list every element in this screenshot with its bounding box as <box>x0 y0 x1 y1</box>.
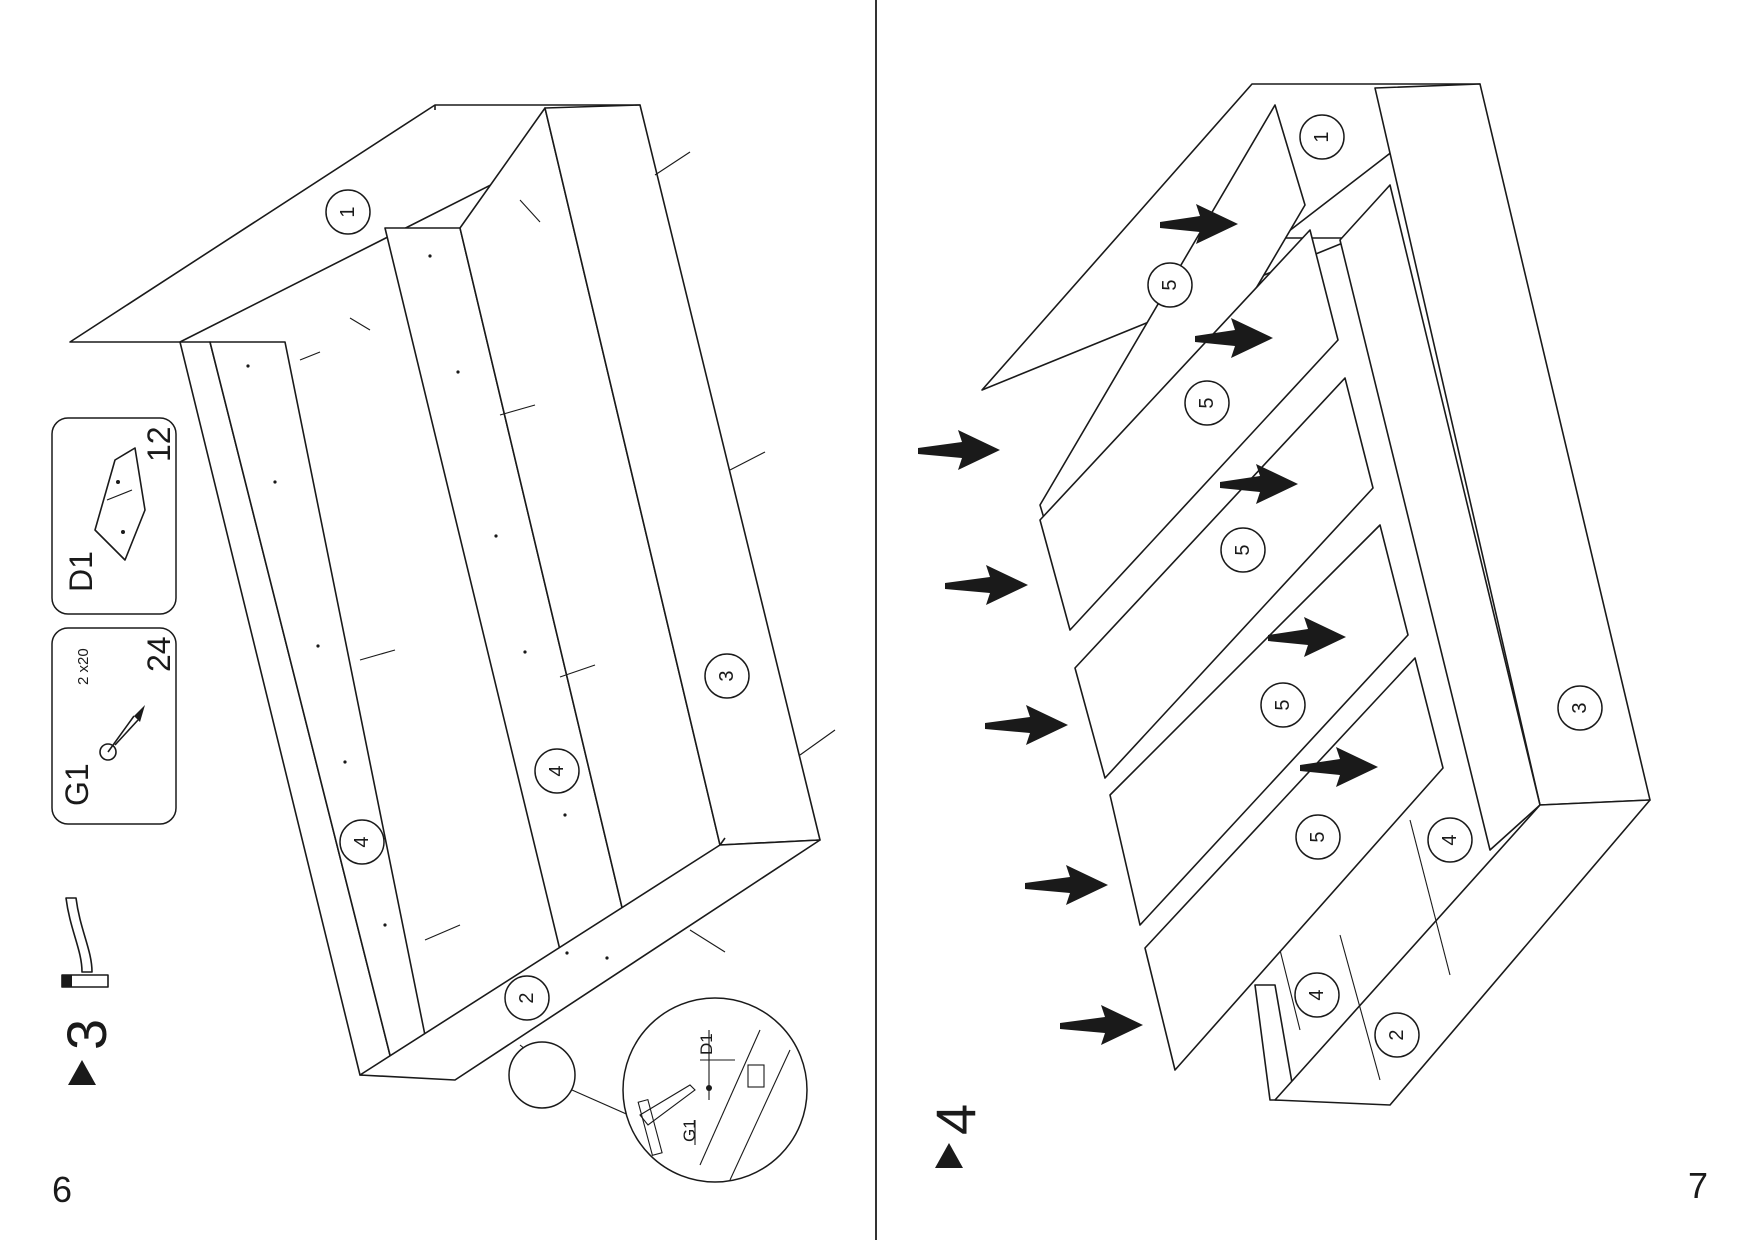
step3-part-1-label: 1 <box>337 206 359 217</box>
step4-slat-label: 5 <box>1196 397 1218 408</box>
hardware-card-g1: G1 2 x20 24 <box>51 627 177 825</box>
step3-marker: 3 <box>55 1019 118 1085</box>
push-arrows <box>918 204 1378 1045</box>
g1-size: 2 x20 <box>75 648 92 685</box>
step4-marker: 4 <box>924 1104 987 1168</box>
hardware-card-d1: D1 12 <box>51 417 177 615</box>
step3-number: 3 <box>55 1019 118 1050</box>
right-page-number: 7 <box>1688 1165 1708 1206</box>
nail-icon <box>99 705 145 761</box>
step3-part-4-side-label: 4 <box>351 836 373 847</box>
slat-group <box>1039 104 1444 1071</box>
step4-part-4-right-label: 4 <box>1439 834 1461 845</box>
step3-part-4-middle-label: 4 <box>546 765 568 776</box>
left-page-number: 6 <box>52 1169 72 1210</box>
step3-assembly-drawing: 1 3 4 4 2 <box>69 104 836 1081</box>
detail-g1-label: G1 <box>680 1119 699 1142</box>
d1-code: D1 <box>63 551 99 592</box>
step4-part-2-label: 2 <box>1386 1029 1408 1040</box>
g1-code: G1 <box>59 763 95 806</box>
g1-quantity: 24 <box>141 636 177 672</box>
step4-slat-label: 5 <box>1272 699 1294 710</box>
step3-part-3-label: 3 <box>716 670 738 681</box>
step4-part-3-label: 3 <box>1569 702 1591 713</box>
detail-d1-label: D1 <box>697 1033 716 1055</box>
step4-part-1-label: 1 <box>1311 131 1333 142</box>
step4-part-4-left-label: 4 <box>1306 989 1328 1000</box>
hammer-icon <box>61 897 109 988</box>
step3-part-2-label: 2 <box>516 992 538 1003</box>
step4-number: 4 <box>924 1104 987 1135</box>
step4-slat-label: 5 <box>1232 544 1254 555</box>
step4-slat-label: 5 <box>1159 279 1181 290</box>
step4-slat-label: 5 <box>1307 831 1329 842</box>
step3-detail-callout: D1 G1 <box>508 997 808 1183</box>
step4-assembly-drawing: 1 3 4 4 2 5 5 5 5 5 <box>918 83 1651 1106</box>
d1-quantity: 12 <box>141 426 177 462</box>
corner-bracket-icon <box>94 447 146 561</box>
